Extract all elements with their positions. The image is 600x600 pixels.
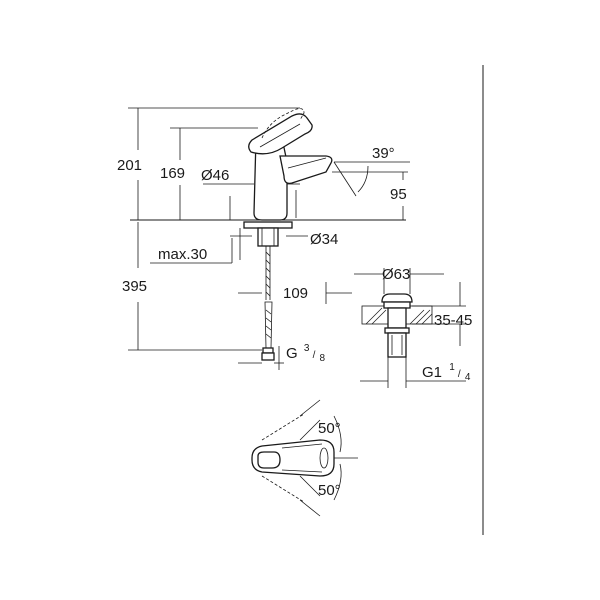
dim-o34-label: Ø34: [310, 231, 338, 248]
dim-395-label: 395: [122, 278, 147, 295]
dim-g1-14-label: G1 1 / 4: [422, 357, 471, 383]
dim-109-label: 109: [283, 285, 308, 302]
dim-total-height: 201: [117, 107, 300, 220]
dim-39-label: 39°: [372, 145, 395, 162]
dim-max30-label: max.30: [158, 246, 207, 263]
dim-50-top-label: 50°: [318, 420, 341, 437]
dim-outlet-height: 95: [332, 171, 408, 220]
dim-50-bottom-label: 50°: [318, 482, 341, 499]
dim-o63-label: Ø63: [382, 266, 410, 283]
dim-max-thickness: max.30: [150, 228, 241, 264]
dim-spout-height: 169: [160, 127, 258, 220]
dim-below-deck: 395: [122, 222, 262, 351]
dim-35-45-label: 35-45: [434, 312, 472, 329]
dim-201-label: 201: [117, 157, 142, 174]
popup-waste-view: [361, 293, 433, 358]
dim-95-label: 95: [390, 186, 407, 203]
faucet-top-view: 50° 50°: [251, 399, 358, 517]
dim-waste-thread: G1 1 / 4: [360, 340, 471, 388]
dim-169-label: 169: [160, 165, 185, 182]
dim-waste-diameter: Ø63: [354, 266, 444, 294]
dim-hole-diameter: Ø34: [229, 190, 338, 248]
faucet-side-view: [130, 108, 406, 361]
dim-waste-range: 35-45: [412, 282, 472, 346]
dim-body-diameter: Ø46: [201, 167, 300, 185]
dim-projection: 109: [238, 282, 352, 304]
dim-hose-thread: G 3 / 8: [238, 338, 326, 370]
dim-g38-label: G 3 / 8: [286, 338, 326, 364]
dim-o46-label: Ø46: [201, 167, 229, 184]
dim-lever-angle: 39°: [333, 145, 410, 197]
